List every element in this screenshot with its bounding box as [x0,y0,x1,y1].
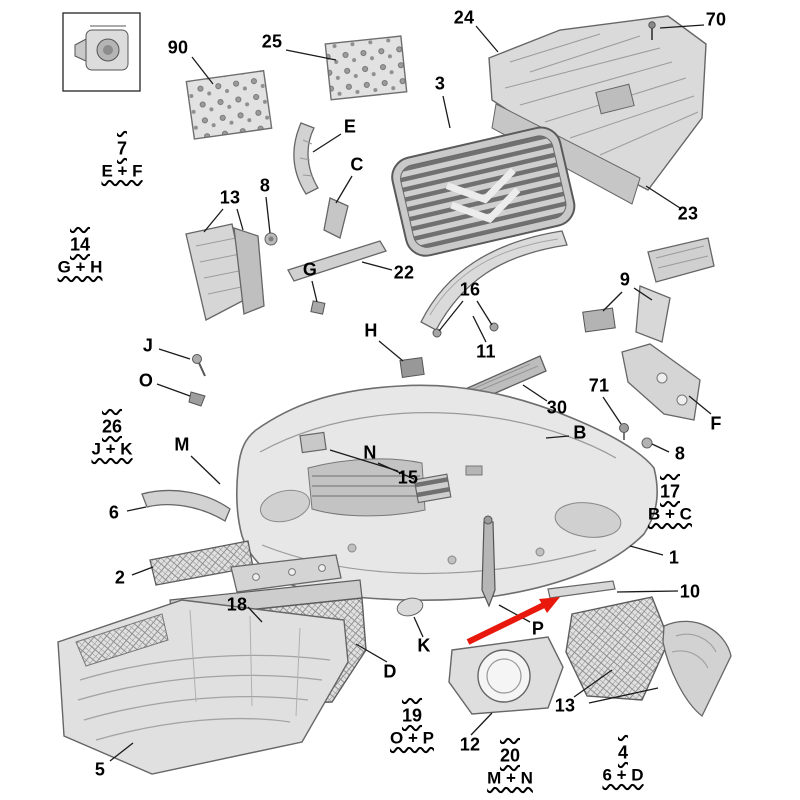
bolt-part-70 [648,21,656,40]
clip-parts-16 [432,322,499,338]
cap-part-K [396,597,424,617]
group-label-26-JK: 26 J + K [89,414,134,461]
part-label-71: 71 [588,375,610,396]
clip-part-8-top [264,232,278,246]
group-label-19-OP: 19 O + P [388,703,436,750]
chrome-strip-part-11 [420,230,568,331]
part-label-70: 70 [705,9,727,30]
sensor-rod-part-P [481,515,496,608]
highlight-arrow-shaft [466,602,546,645]
part-label-9: 9 [619,269,631,290]
part-label-22: 22 [393,262,415,283]
side-bracket-parts-9 [582,237,715,343]
group-number: 14 [69,234,91,255]
group-label-17-BC: 17 B + C [646,479,694,526]
trim-strip-part-10 [547,580,616,599]
trim-strip-part-6 [141,489,231,522]
group-label-7-EF: 7 E + F [99,136,144,183]
group-number: 7 [116,138,128,159]
underbody-shield-part-5 [57,599,349,775]
group-number: 26 [101,416,123,437]
group-letters: 6 + D [602,765,644,785]
group-letters: B + C [648,504,692,524]
group-number: 4 [617,742,629,763]
group-number: 17 [659,481,681,502]
part-label-90: 90 [167,37,189,58]
part-label-H: H [364,320,378,341]
part-label-23: 23 [677,203,699,224]
clip-part-H [399,356,425,379]
part-label-J: J [142,335,154,356]
part-label-8-right: 8 [674,443,686,464]
part-label-15: 15 [397,467,419,488]
group-letters: M + N [487,768,533,788]
part-label-24: 24 [453,7,475,28]
group-letters: G + H [57,257,103,277]
fog-grille-part-13 [565,596,670,701]
group-letters: E + F [101,161,143,181]
part-label-10: 10 [679,581,701,602]
clip-part-71 [619,423,629,440]
part-label-C: C [350,154,364,175]
part-label-13-bottom: 13 [554,695,576,716]
clip-part-8-right [641,437,653,449]
part-label-13-top: 13 [219,187,241,208]
group-label-20-MN: 20 M + N [485,743,535,790]
clip-part-O [188,391,206,407]
group-number: 20 [499,745,521,766]
bracket-part-C [323,197,349,239]
part-label-18: 18 [226,594,248,615]
plate-part-15 [299,431,327,454]
highlight-arrow-head [539,597,560,613]
clip-part-G [310,300,326,315]
part-label-G: G [302,259,318,280]
part-label-25: 25 [261,31,283,52]
highlight-arrow [466,597,560,645]
part-label-E: E [343,116,357,137]
hardware-kit-90 [185,69,273,140]
part-label-16: 16 [459,279,481,300]
part-label-N: N [363,442,377,463]
part-label-P: P [531,618,545,639]
part-label-O: O [138,370,154,391]
group-letters: J + K [91,439,133,459]
part-label-K: K [417,635,431,656]
part-label-F: F [710,413,722,434]
fog-lamp-surround-part-12 [448,636,564,715]
upper-grille-part-3 [391,126,576,257]
hardware-kit-25 [324,35,408,101]
part-label-5: 5 [94,759,106,780]
grille-piece-part-N [413,473,452,504]
part-label-12: 12 [459,734,481,755]
group-label-14-GH: 14 G + H [56,232,105,279]
group-label-4-6D: 4 6 + D [600,740,645,787]
part-label-8-top: 8 [259,175,271,196]
support-bracket-part-F [621,343,701,421]
leader-lines [109,24,712,762]
part-label-3: 3 [434,73,446,94]
part-label-B: B [573,422,587,443]
part-label-2: 2 [114,567,126,588]
part-label-6: 6 [108,502,120,523]
group-letters: O + P [390,728,434,748]
side-panels-part-13 [185,223,265,321]
part-label-1: 1 [668,547,680,568]
part-label-30: 30 [546,397,568,418]
part-label-11: 11 [476,341,496,362]
corner-piece-part-13 [662,620,732,718]
group-number: 19 [401,705,423,726]
trim-strip-part-22 [287,240,387,282]
bracket-part-E [293,122,319,195]
screw-part-J [192,354,206,377]
part-label-D: D [383,661,397,682]
part-label-M: M [174,434,190,455]
fastener-legend-icon [62,12,141,92]
